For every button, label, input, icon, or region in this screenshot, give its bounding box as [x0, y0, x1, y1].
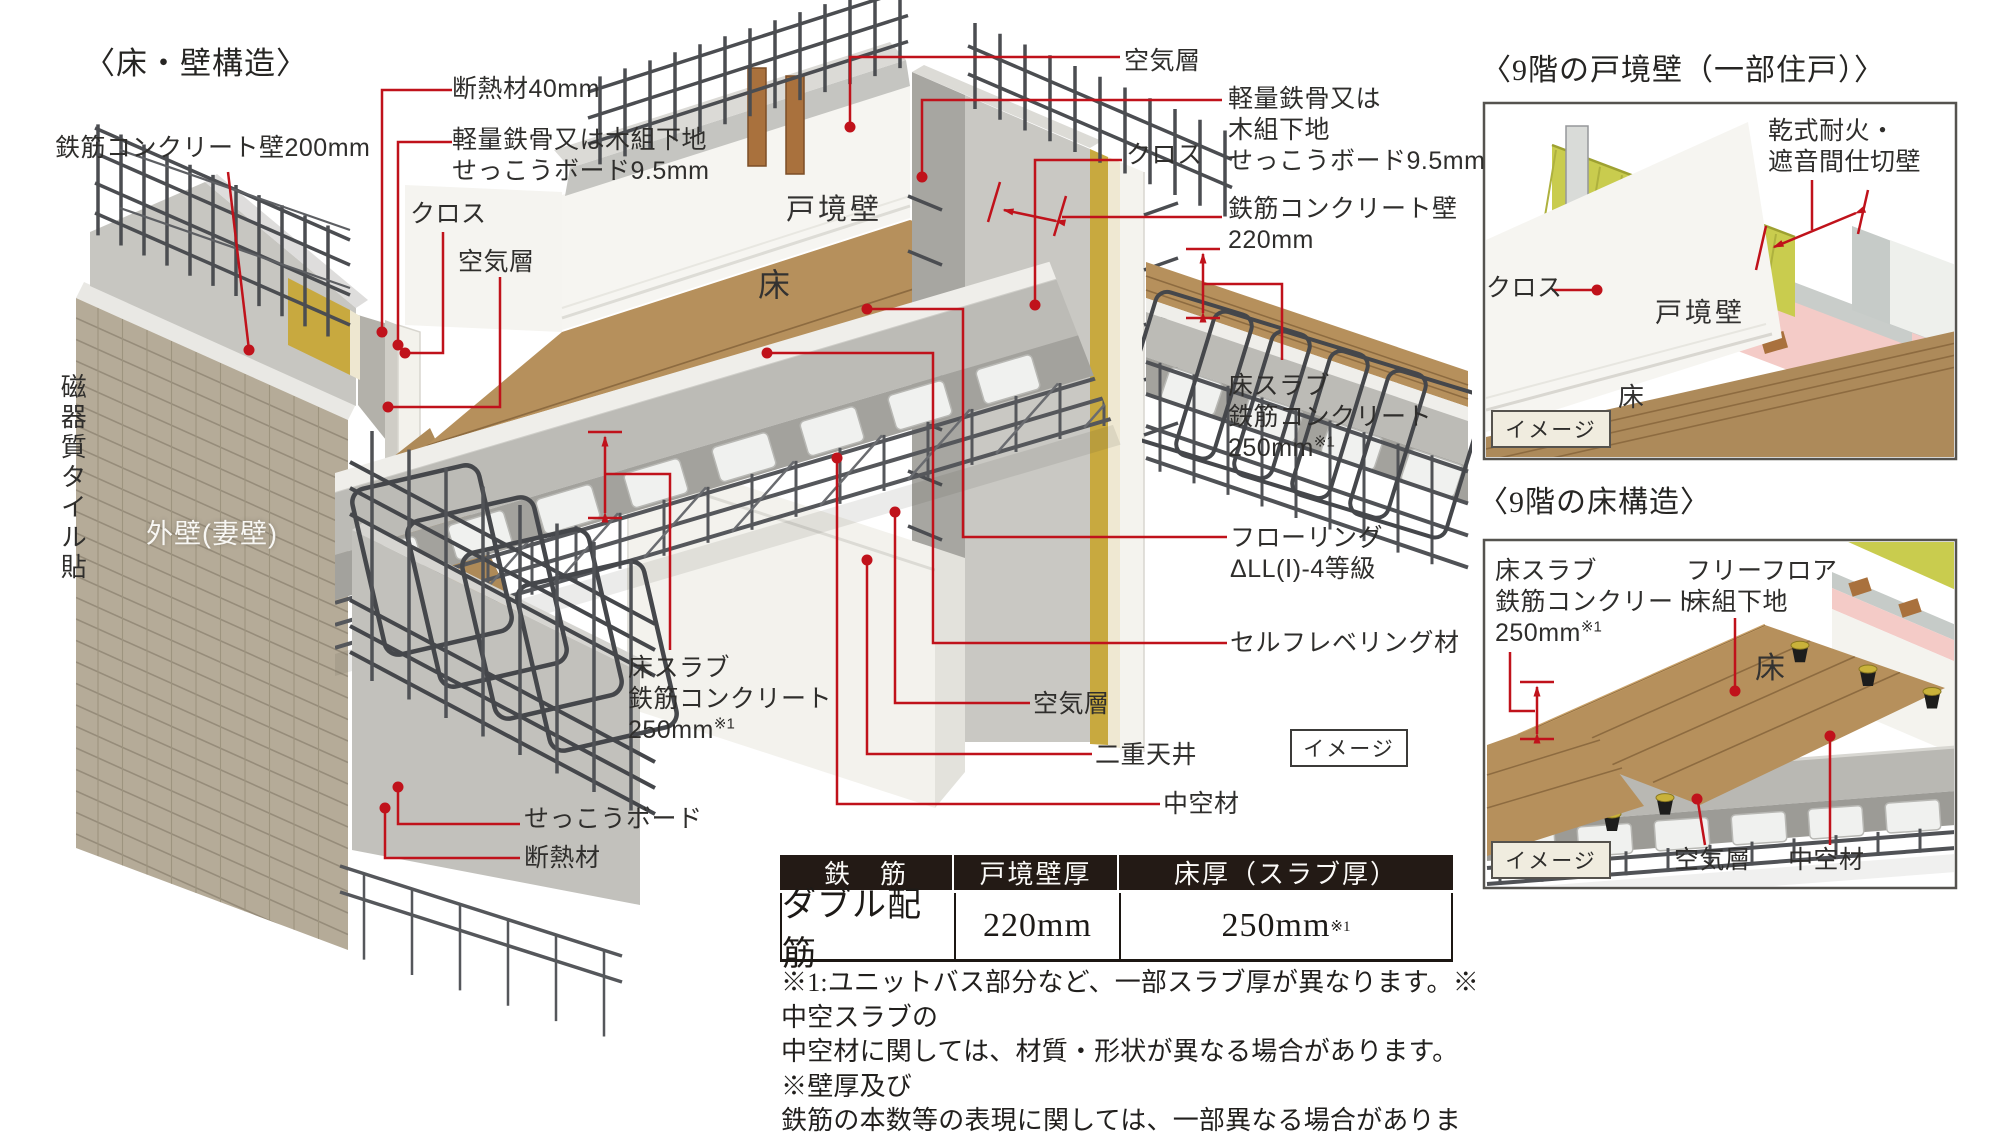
label-insulation-40: 断熱材40mm — [452, 75, 600, 103]
label-lightgauge-left: 軽量鉄骨又は木組下地 せっこうボード9.5mm — [452, 126, 710, 185]
label-gypsum-board: せっこうボード — [524, 805, 703, 833]
header-wall-thickness: 戸境壁厚 — [952, 855, 1119, 890]
label-dry-partition: 乾式耐火・ 遮音間仕切壁 — [1768, 117, 1922, 176]
spec-table-row: ダブル配筋 220mm 250mm※1 — [780, 887, 1453, 973]
label-exterior-wall: 外壁(妻壁) — [146, 519, 278, 549]
label-rc-wall-200: 鉄筋コンクリート壁200mm — [55, 134, 371, 162]
cell-slab-sup: ※1 — [1330, 918, 1351, 935]
cell-wall-thickness: 220mm — [954, 893, 1121, 959]
slab-left-text: 床スラブ 鉄筋コンクリート 250mm — [628, 654, 833, 744]
label-slab-right: 床スラブ 鉄筋コンクリート 250mm※1 — [1228, 371, 1432, 464]
slab-panel2-sup: ※1 — [1580, 618, 1602, 636]
label-floor-panel2: 床 — [1755, 652, 1788, 685]
label-cross-left: クロス — [410, 200, 487, 228]
leader-lines — [226, 55, 1284, 860]
label-flooring: フローリング ΔLL(Ⅰ)-4等級 — [1230, 524, 1384, 583]
label-lightgauge-right: 軽量鉄骨又は 木組下地 せっこうボード9.5mm — [1228, 85, 1486, 175]
label-floor-panel1: 床 — [1618, 382, 1648, 412]
label-air-bottom: 空気層 — [1033, 690, 1110, 718]
label-air-panel2: 空気層 — [1674, 846, 1751, 874]
slab-right-text: 床スラブ 鉄筋コンクリート 250mm — [1228, 372, 1433, 462]
image-badge-main: イメージ — [1290, 729, 1408, 767]
footnote: ※1:ユニットバス部分など、一部スラブ厚が異なります。※中空スラブの 中空材に関… — [781, 968, 1479, 1132]
header-rebar: 鉄 筋 — [823, 860, 908, 889]
label-partition-wall-panel1: 戸境壁 — [1655, 298, 1745, 328]
spec-table: 鉄 筋 戸境壁厚 床厚（スラブ厚） ダブル配筋 220mm 250mm※1 — [780, 855, 1453, 973]
label-cross-right: クロス — [1126, 141, 1203, 169]
main-title: 〈床・壁構造〉 — [84, 46, 308, 81]
label-floor-main: 床 — [758, 267, 794, 303]
label-tile-vertical: 磁器質タイル貼 — [57, 373, 88, 583]
cell-slab-value: 250mm — [1221, 907, 1331, 944]
label-slab-panel2: 床スラブ 鉄筋コンクリート 250mm※1 — [1495, 556, 1699, 649]
image-badge-panel1: イメージ — [1491, 410, 1611, 448]
label-cross-panel1: クロス — [1486, 274, 1563, 302]
label-slab-left: 床スラブ 鉄筋コンクリート 250mm※1 — [628, 653, 832, 746]
label-rc-wall-220: 鉄筋コンクリート壁 220mm — [1228, 195, 1458, 254]
label-hollow-material: 中空材 — [1163, 790, 1240, 818]
spec-table-header: 鉄 筋 戸境壁厚 床厚（スラブ厚） — [780, 855, 1453, 893]
image-badge-panel2: イメージ — [1491, 841, 1611, 879]
label-self-leveling: セルフレベリング材 — [1230, 629, 1460, 657]
slab-right-sup: ※1 — [1313, 433, 1335, 451]
label-insulation: 断熱材 — [524, 844, 601, 872]
panel-wall-title: 〈9階の戸境壁（一部住戸）〉 — [1481, 54, 1885, 87]
panel-wall-illustration — [1486, 122, 1954, 457]
label-air-left: 空気層 — [458, 248, 535, 276]
label-air-top: 空気層 — [1124, 47, 1201, 75]
cell-slab-thickness: 250mm※1 — [1121, 893, 1451, 959]
label-partition-wall-main: 戸境壁 — [786, 194, 883, 226]
label-free-floor: フリーフロア 床組下地 — [1686, 557, 1838, 616]
label-hollow-panel2: 中空材 — [1788, 846, 1865, 874]
header-slab-thickness: 床厚（スラブ厚） — [1173, 860, 1398, 889]
leader-dots — [243, 121, 1041, 814]
label-double-ceiling: 二重天井 — [1095, 741, 1198, 769]
slab-panel2-text: 床スラブ 鉄筋コンクリート 250mm — [1495, 557, 1700, 647]
main-illustration — [76, 0, 1472, 1037]
cell-rebar: ダブル配筋 — [782, 887, 922, 973]
slab-left-sup: ※1 — [713, 715, 735, 733]
panel-floor-title: 〈9階の床構造〉 — [1478, 486, 1711, 519]
